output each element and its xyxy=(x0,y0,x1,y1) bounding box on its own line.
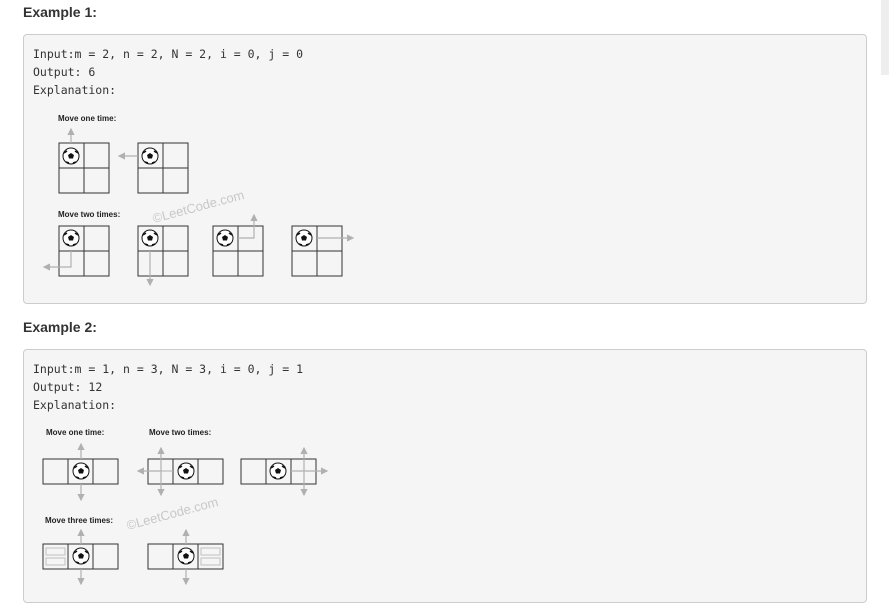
caption-move-three-times: Move three times: xyxy=(45,516,113,525)
grid-2x2 xyxy=(291,225,343,277)
grid-2x2 xyxy=(137,225,189,277)
arrow-path-icon xyxy=(238,213,258,239)
grid-2x2 xyxy=(137,142,189,194)
example-2-input-line: Input:m = 1, n = 3, N = 3, i = 0, j = 1 xyxy=(33,362,303,376)
caption-move-two-times: Move two times: xyxy=(58,210,120,219)
example-1-output-line: Output: 6 xyxy=(33,65,95,79)
ball-icon xyxy=(216,229,234,247)
example-2-box: Input:m = 1, n = 3, N = 3, i = 0, j = 1 … xyxy=(23,349,867,603)
grid-2x2 xyxy=(58,142,110,194)
example-1-diagram: Move one time: Move two times: ©LeetCode… xyxy=(42,114,355,287)
example-1-explanation-label: Explanation: xyxy=(33,83,117,97)
path-marks xyxy=(45,547,66,566)
output-value: 12 xyxy=(88,380,103,394)
output-value: 6 xyxy=(88,65,96,79)
scrollbar[interactable] xyxy=(881,0,889,75)
ball-icon xyxy=(141,147,159,165)
example-2-diagram: Move one time: Move two times: Move thre… xyxy=(42,428,329,586)
ball-icon xyxy=(269,462,287,480)
input-label: Input: xyxy=(33,362,75,376)
example-2-output-line: Output: 12 xyxy=(33,380,102,394)
ball-icon xyxy=(177,547,195,565)
ball-icon xyxy=(295,229,313,247)
input-value: m = 2, n = 2, N = 2, i = 0, j = 0 xyxy=(74,47,304,61)
caption-move-one-time: Move one time: xyxy=(46,428,104,437)
example-2-heading: Example 2: xyxy=(23,319,97,335)
example-1-input-line: Input:m = 2, n = 2, N = 2, i = 0, j = 0 xyxy=(33,47,303,61)
example-2-explanation-label: Explanation: xyxy=(33,398,117,412)
caption-move-two-times: Move two times: xyxy=(149,428,211,437)
example-1-box: Input:m = 2, n = 2, N = 2, i = 0, j = 0 … xyxy=(23,34,867,304)
output-label: Output: xyxy=(33,380,82,394)
output-label: Output: xyxy=(33,65,82,79)
watermark: ©LeetCode.com xyxy=(125,494,220,533)
input-value: m = 1, n = 3, N = 3, i = 0, j = 1 xyxy=(74,362,304,376)
ball-icon xyxy=(62,229,80,247)
ball-icon xyxy=(72,462,90,480)
caption-move-one-time: Move one time: xyxy=(58,114,116,123)
ball-icon xyxy=(141,229,159,247)
arrow-path-icon xyxy=(42,251,72,271)
grid-2x2 xyxy=(212,225,264,277)
ball-icon xyxy=(62,147,80,165)
ball-icon xyxy=(72,547,90,565)
example-1-heading: Example 1: xyxy=(23,4,97,20)
input-label: Input: xyxy=(33,47,75,61)
path-marks xyxy=(200,547,221,566)
ball-icon xyxy=(177,462,195,480)
grid-2x2 xyxy=(58,225,110,277)
